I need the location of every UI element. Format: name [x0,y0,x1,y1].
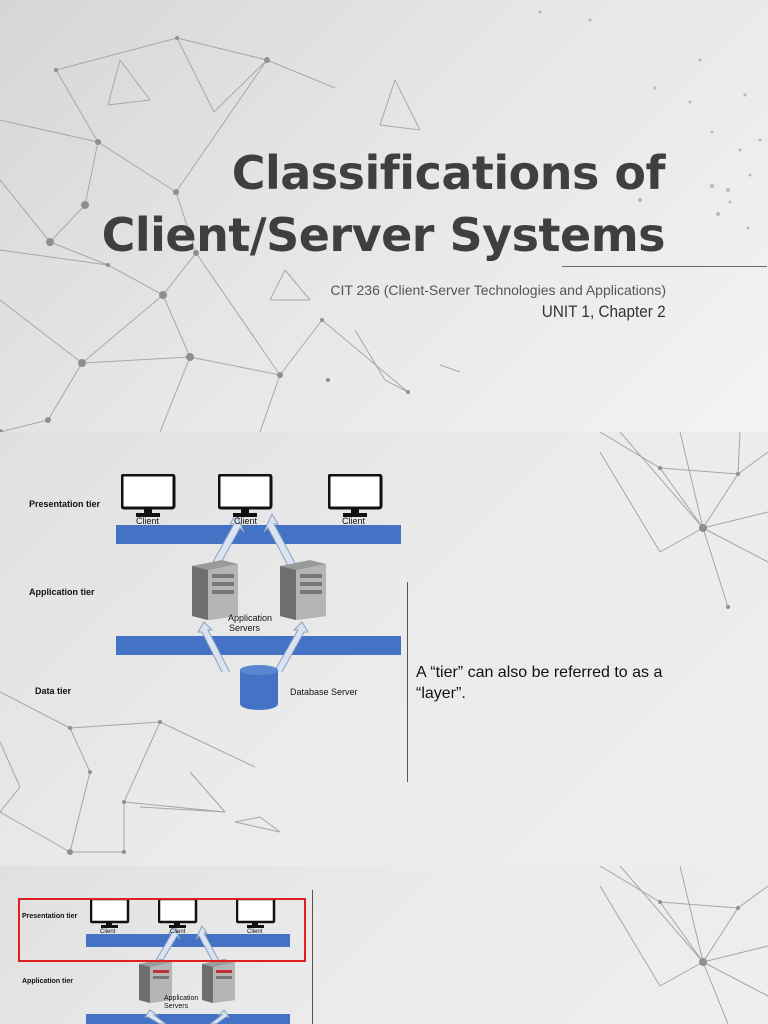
database-icon [240,665,278,710]
client-label: Client [234,516,258,526]
application-tier-bar [116,636,401,655]
app-servers-label-line2: Servers [229,623,261,633]
application-servers-label: Application Servers [228,613,272,633]
title-slide: Classifications of Client/Server Systems… [0,0,768,432]
course-subtitle: CIT 236 (Client-Server Technologies and … [330,282,666,298]
presentation-tier-label: Presentation tier [29,499,101,509]
slide-title: Classifications of Client/Server Systems [101,142,666,266]
client-monitor-icon [121,474,176,517]
client-monitor-icon [328,474,383,517]
presentation-tier-bar [86,934,290,947]
unit-chapter: UNIT 1, Chapter 2 [542,302,666,321]
tier-caption: A “tier” can also be referred to as a “l… [416,664,663,702]
application-server-icon [139,959,172,1003]
client-label: Client [342,516,366,526]
presentation-tier-highlight-slide: Presentation tier Application tier Clien… [0,866,768,1024]
client-monitor-icon [218,474,273,517]
application-tier-bar [86,1014,290,1024]
presentation-tier-highlight-box [18,898,306,962]
network-background-decoration [0,432,768,855]
application-tier-label: Application tier [29,587,95,597]
presentation-tier-label: Presentation tier [22,913,78,920]
data-tier-label: Data tier [35,686,72,696]
presentation-tier-bar [116,525,401,544]
application-server-icon [280,560,326,620]
three-tier-slide: Presentation tier Application tier Data … [0,432,768,866]
client-label: Client [170,929,186,935]
content-divider [407,582,408,782]
title-line-1: Classifications of [231,146,666,200]
app-servers-label-line1: Application [164,995,199,1002]
client-label: Client [247,929,263,935]
network-background-decoration [0,10,762,432]
application-server-icon [192,560,238,620]
application-server-icon [202,959,235,1003]
network-background-decoration [599,866,768,1024]
application-servers-label: Application Servers [164,995,198,1011]
title-line-2: Client/Server Systems [101,208,666,262]
app-servers-label-line2: Servers [164,1003,189,1010]
app-servers-label-line1: Application [228,613,273,623]
client-label: Client [100,929,116,935]
application-tier-label: Application tier [22,978,73,985]
client-label: Client [136,516,160,526]
title-divider [562,266,767,267]
content-divider [312,890,313,1024]
database-server-label: Database Server [290,687,358,697]
